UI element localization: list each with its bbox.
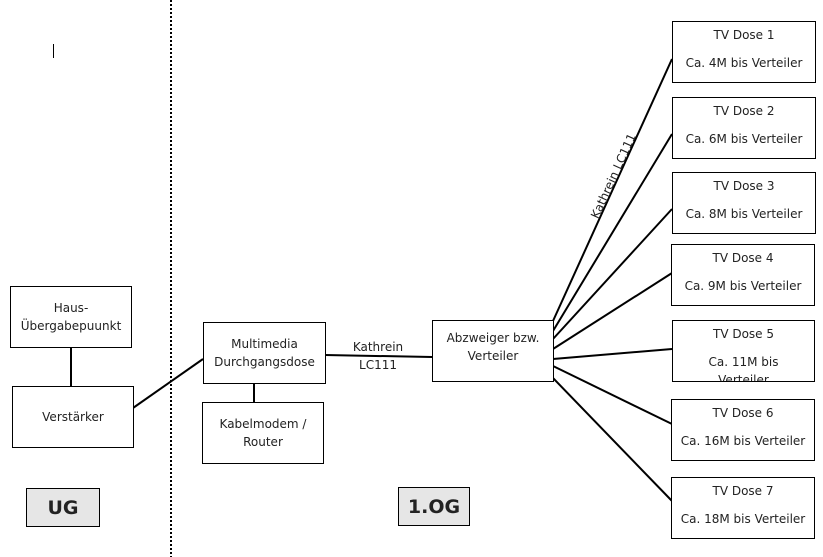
wire-multimedia-abzweiger [324,354,433,358]
node-label-line: Übergabepuunkt [20,319,122,333]
node-hausuebergabepunkt[interactable]: Haus- Übergabepuunkt [10,286,132,348]
edge-label-line: Kathrein [352,340,404,354]
tv-outlet-distance: Ca. 16M bis Verteiler [680,434,806,448]
tv-outlet-name: TV Dose 5 [712,327,775,341]
node-label-line: Router [243,435,283,449]
floor-label-text: 1.OG [407,495,461,518]
tv-outlet-distance: Ca. 9M bis Verteiler [684,279,802,293]
tv-outlet-6[interactable]: TV Dose 6 Ca. 16M bis Verteiler [671,399,815,461]
tv-outlet-distance: Ca. 11M bis Verteiler [708,355,779,382]
tv-outlet-3[interactable]: TV Dose 3 Ca. 8M bis Verteiler [672,172,816,234]
tv-outlet-2[interactable]: TV Dose 2 Ca. 6M bis Verteiler [672,97,816,159]
tv-outlet-distance: Ca. 18M bis Verteiler [680,512,806,526]
tv-outlet-name: TV Dose 6 [712,406,774,420]
node-kabelmodem-router[interactable]: Kabelmodem / Router [202,402,324,464]
wire-tv-1 [552,58,673,322]
floor-label-1og: 1.OG [398,487,470,526]
wire-tv-2 [552,133,673,332]
node-label-line: Multimedia [231,337,298,351]
tv-outlet-distance: Ca. 6M bis Verteiler [685,132,803,146]
node-label-line: Verstärker [42,410,104,424]
tv-outlet-name: TV Dose 2 [713,104,775,118]
tv-outlet-5[interactable]: TV Dose 5 Ca. 11M bis Verteiler [672,320,815,382]
tv-outlet-name: TV Dose 7 [712,484,774,498]
edge-label-line: LC111 [359,358,397,372]
tv-outlet-name: TV Dose 4 [712,251,774,265]
floor-label-ug: UG [26,488,100,527]
tv-outlet-distance: Ca. 8M bis Verteiler [685,207,803,221]
node-label-line: Durchgangsdose [214,355,315,369]
wire-verstaerker-multimedia [132,358,204,409]
node-label-line: Verteiler [467,349,519,363]
text-cursor [53,44,54,58]
wire-tv-6 [552,365,673,425]
node-multimedia-durchgangsdose[interactable]: Multimedia Durchgangsdose [203,322,326,384]
tv-outlet-distance: Ca. 4M bis Verteiler [685,56,803,70]
wire-tv-4 [552,272,673,350]
node-verstaerker[interactable]: Verstärker [12,386,134,448]
node-abzweiger-verteiler[interactable]: Abzweiger bzw. Verteiler [432,320,554,382]
wire-tv-3 [552,208,673,340]
node-label-line: Abzweiger bzw. [446,331,540,345]
tv-outlet-1[interactable]: TV Dose 1 Ca. 4M bis Verteiler [672,21,816,83]
node-label-line: Kabelmodem / [219,417,307,431]
node-label-line: Haus- [53,301,89,315]
tv-outlet-name: TV Dose 1 [713,28,775,42]
edge-label-multimedia-abzweiger: Kathrein LC111 [338,338,418,374]
tv-outlet-7[interactable]: TV Dose 7 Ca. 18M bis Verteiler [671,477,815,539]
tv-outlet-name: TV Dose 3 [713,179,775,193]
floor-label-text: UG [47,496,79,519]
tv-outlet-4[interactable]: TV Dose 4 Ca. 9M bis Verteiler [671,244,815,306]
wire-tv-5 [552,348,673,360]
wire-tv-7 [552,377,673,502]
